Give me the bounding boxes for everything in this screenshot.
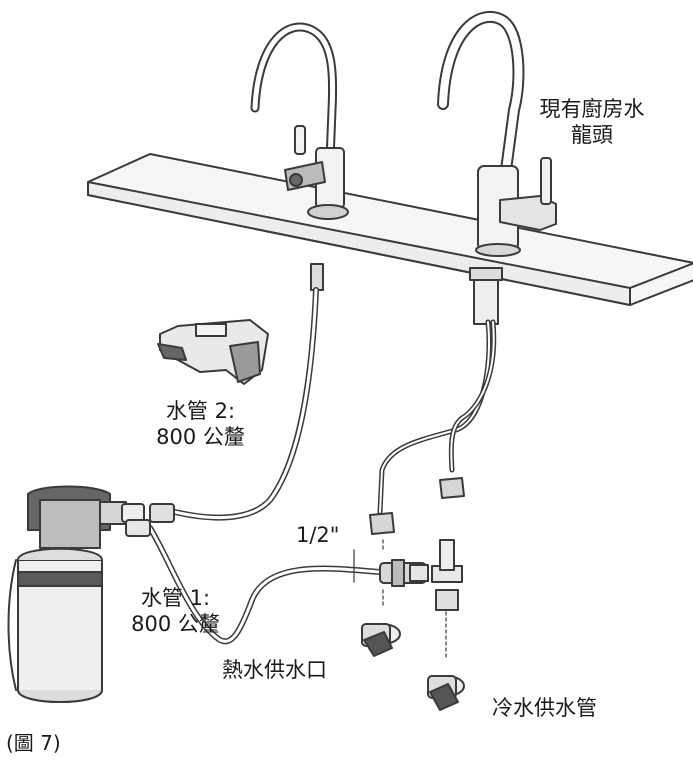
hose-2 [172,287,319,521]
hose-2-label: 水管 2: 800 公釐 [143,398,258,450]
countertop [87,153,693,306]
existing-faucet-label-line1: 現有廚房水 [539,97,645,121]
faucet-supply-hoses [369,319,497,535]
hose-1-label-line1: 水管 1: [140,586,211,610]
hose-1-label: 水管 1: 800 公釐 [118,585,233,637]
half-inch-dimension [353,539,384,607]
existing-kitchen-faucet [437,10,557,257]
hose-1-label-line2: 800 公釐 [131,612,220,636]
under-counter-fittings [310,263,503,325]
hot-water-outlet-valve [361,623,401,657]
cold-water-supply-valve [427,675,465,711]
filter-cartridge [7,485,175,703]
tee-valve [379,539,463,661]
hose-2-label-line1: 水管 2: [165,399,236,423]
existing-faucet-label-line2: 龍頭 [571,123,613,147]
cold-water-supply-label: 冷水供水管 [492,696,597,720]
existing-faucet-label: 現有廚房水 龍頭 [522,96,662,148]
hot-water-outlet-label: 熱水供水口 [222,658,327,682]
filter-faucet [250,22,349,220]
mounting-bracket [157,319,269,385]
hose-2-label-line2: 800 公釐 [156,425,245,449]
hose-1 [147,525,383,645]
figure-number: (圖 7) [6,731,61,755]
pipe-size-label: 1/2" [296,523,340,547]
